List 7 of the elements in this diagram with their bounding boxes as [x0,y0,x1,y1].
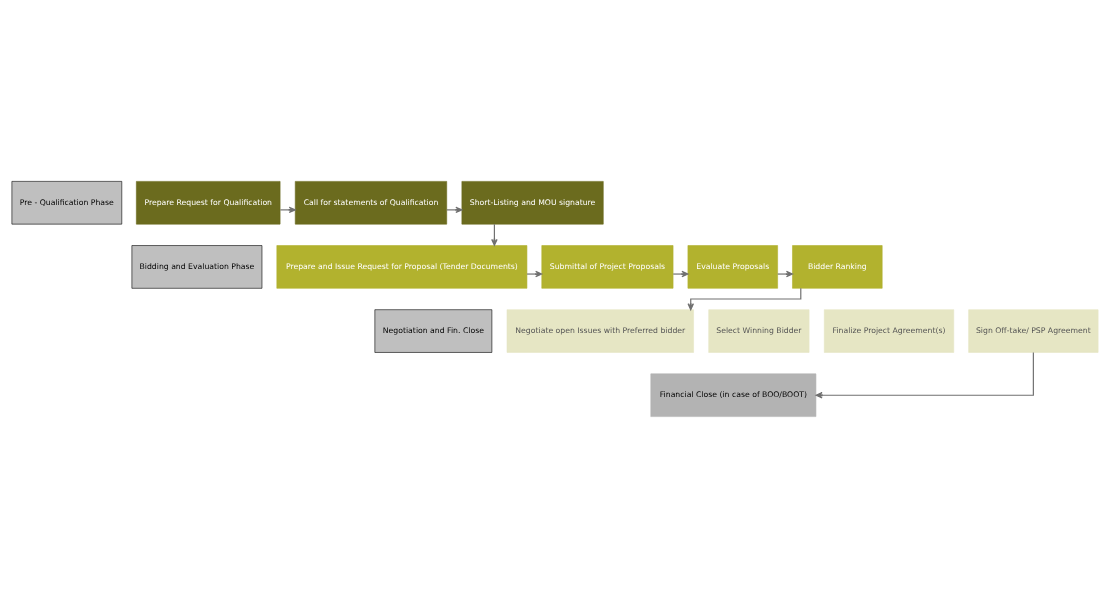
arrow [672,270,689,278]
arrow [446,206,463,214]
arrow [777,270,793,278]
arrow [815,352,1034,399]
arrow [526,270,543,278]
arrow [279,206,296,214]
arrow [687,287,802,311]
